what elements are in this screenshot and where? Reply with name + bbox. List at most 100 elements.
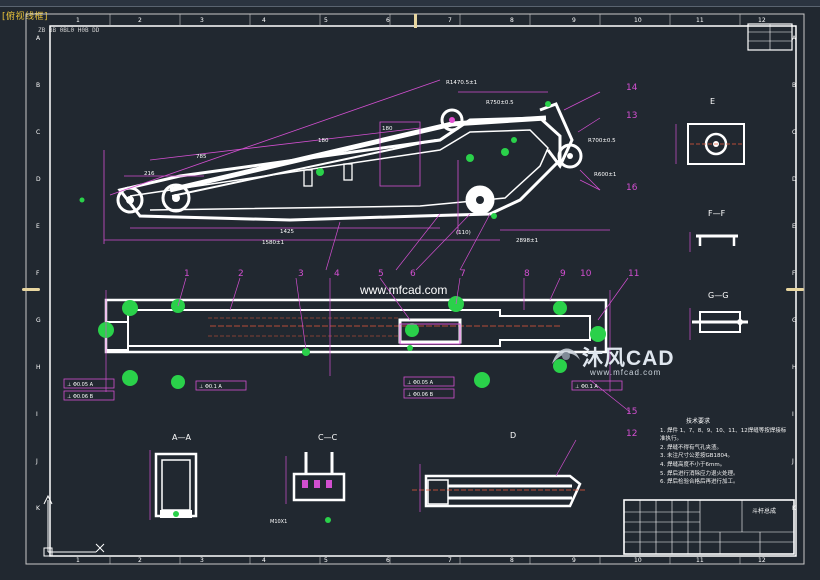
center-mark-right (786, 288, 804, 291)
watermark-brand: 沐风CAD (582, 347, 675, 370)
callout-15: 15 (626, 407, 637, 417)
border-letter-right: G (792, 317, 797, 324)
tech-req-line: 2. 焊缝不得有气孔夹渣。 (660, 444, 722, 451)
border-number-bottom: 7 (448, 557, 452, 564)
dimension-d_2898: 2898±1 (516, 238, 538, 244)
border-number-bottom: 6 (386, 557, 390, 564)
border-number-top: 4 (262, 17, 266, 24)
watermark-url: www.mfcad.com (360, 283, 448, 297)
arm-side-view (79, 79, 610, 271)
border-number-top: 7 (448, 17, 452, 24)
border-letter-left: I (36, 411, 38, 418)
section-gg-view (689, 308, 748, 340)
border-number-bottom: 11 (696, 557, 704, 564)
mini-toolbar: ZB BB 0BL0 H0B DD (38, 27, 100, 34)
border-number-top: 9 (572, 17, 576, 24)
callout-5: 5 (378, 269, 384, 279)
border-number-top: 8 (510, 17, 514, 24)
border-letter-right: E (792, 223, 796, 230)
callout-12: 12 (626, 429, 637, 439)
section-d-view (412, 439, 586, 512)
border-letter-left: D (36, 176, 41, 183)
border-number-bottom: 10 (634, 557, 642, 564)
callout-8: 8 (524, 269, 530, 279)
dimension-texts: R1470.5±1 R750±0.5 R700±0.5 785 216 1425… (144, 80, 616, 246)
border-number-top: 3 (200, 17, 204, 24)
tolerance-frame-box (63, 378, 115, 389)
tolerance-frames: ⊥ Φ0.05 A⊥ Φ0.06 B⊥ Φ0.1 A⊥ Φ0.05 A⊥ Φ0.… (63, 376, 623, 525)
thread-label: M10X1 (270, 519, 287, 525)
drawing-number-box (747, 23, 793, 51)
center-mark-top (414, 14, 417, 28)
center-mark-left (22, 288, 40, 291)
section-label-cc: C—C (318, 433, 338, 442)
border-letter-right: B (792, 82, 796, 89)
dimension-d_216: 216 (144, 171, 155, 177)
dimension-d_r750: R750±0.5 (486, 100, 514, 106)
top-toolbar-strip (0, 0, 820, 7)
callout-13: 13 (626, 111, 637, 121)
tolerance-frame-box (403, 388, 455, 399)
dimension-d_785: 785 (196, 154, 207, 160)
section-label-e: E (710, 97, 715, 106)
border-letter-left: A (36, 35, 41, 42)
callout-9: 9 (560, 269, 566, 279)
tolerance-frame-text: ⊥ Φ0.1 A (199, 384, 222, 390)
dimension-d_r600: R600±1 (594, 172, 616, 178)
border-number-top: 6 (386, 17, 390, 24)
border-number-bottom: 3 (200, 557, 204, 564)
border-number-top: 1 (76, 17, 80, 24)
watermark-subtext: www.mfcad.com (590, 368, 662, 377)
viewport-label[interactable]: [俯视线框] (2, 12, 49, 22)
callout-11: 11 (628, 269, 639, 279)
dimension-d_110: (110) (456, 230, 471, 236)
tolerance-frame-text: ⊥ Φ0.06 B (67, 394, 94, 400)
watermark-logo-icon (552, 348, 580, 364)
dimension-d_1580: 1580±1 (262, 240, 284, 246)
callout-3: 3 (298, 269, 304, 279)
border-number-top: 10 (634, 17, 642, 24)
border-number-bottom: 4 (262, 557, 266, 564)
section-ff-view (689, 232, 738, 252)
border-letter-right: C (792, 129, 796, 136)
border-letter-right: D (792, 176, 797, 183)
tolerance-frame-box (571, 380, 623, 391)
tech-req-line: 4. 焊缝高度不小于6mm。 (660, 461, 726, 468)
tech-req-heading: 技术要求 (686, 418, 711, 425)
border-letter-left: K (36, 505, 41, 512)
border-letter-left: C (36, 129, 40, 136)
border-letter-left: E (36, 223, 40, 230)
tech-req-line: 6. 焊后检验合格后再进行加工。 (660, 479, 739, 486)
callout-2: 2 (238, 269, 244, 279)
border-letter-right: J (791, 458, 794, 465)
section-label-gg: G—G (708, 291, 728, 300)
dimension-d_180c: 180 (382, 126, 393, 132)
ucs-icon (43, 494, 105, 557)
callout-14: 14 (626, 83, 638, 93)
section-label-ff: F—F (708, 209, 726, 218)
tolerance-frame-box (195, 380, 247, 391)
border-number-top: 2 (138, 17, 142, 24)
dimension-d_1425: 1425 (280, 229, 294, 235)
callout-4: 4 (334, 269, 340, 279)
border-letter-right: F (792, 270, 796, 277)
tolerance-frame-box (63, 390, 115, 401)
section-cc-view (285, 452, 346, 523)
tolerance-frame-text: ⊥ Φ0.05 A (67, 382, 94, 388)
dimension-d_180: 180 (318, 138, 329, 144)
tolerance-frame-text: ⊥ Φ0.1 A (575, 384, 598, 390)
border-number-bottom: 1 (76, 557, 80, 564)
border-number-bottom: 5 (324, 557, 328, 564)
callout-6: 6 (410, 269, 416, 279)
border-letter-left: B (36, 82, 40, 89)
dimension-d_r700: R700±0.5 (588, 138, 616, 144)
border-number-top: 5 (324, 17, 328, 24)
tech-req-line: 1. 焊件 1、7、8、9、10、11、12焊缝等按焊接标准执行。 (660, 427, 787, 443)
section-e-view (675, 123, 745, 165)
callout-10: 10 (580, 269, 592, 279)
border-number-bottom: 2 (138, 557, 142, 564)
zone-ticks (109, 14, 741, 564)
